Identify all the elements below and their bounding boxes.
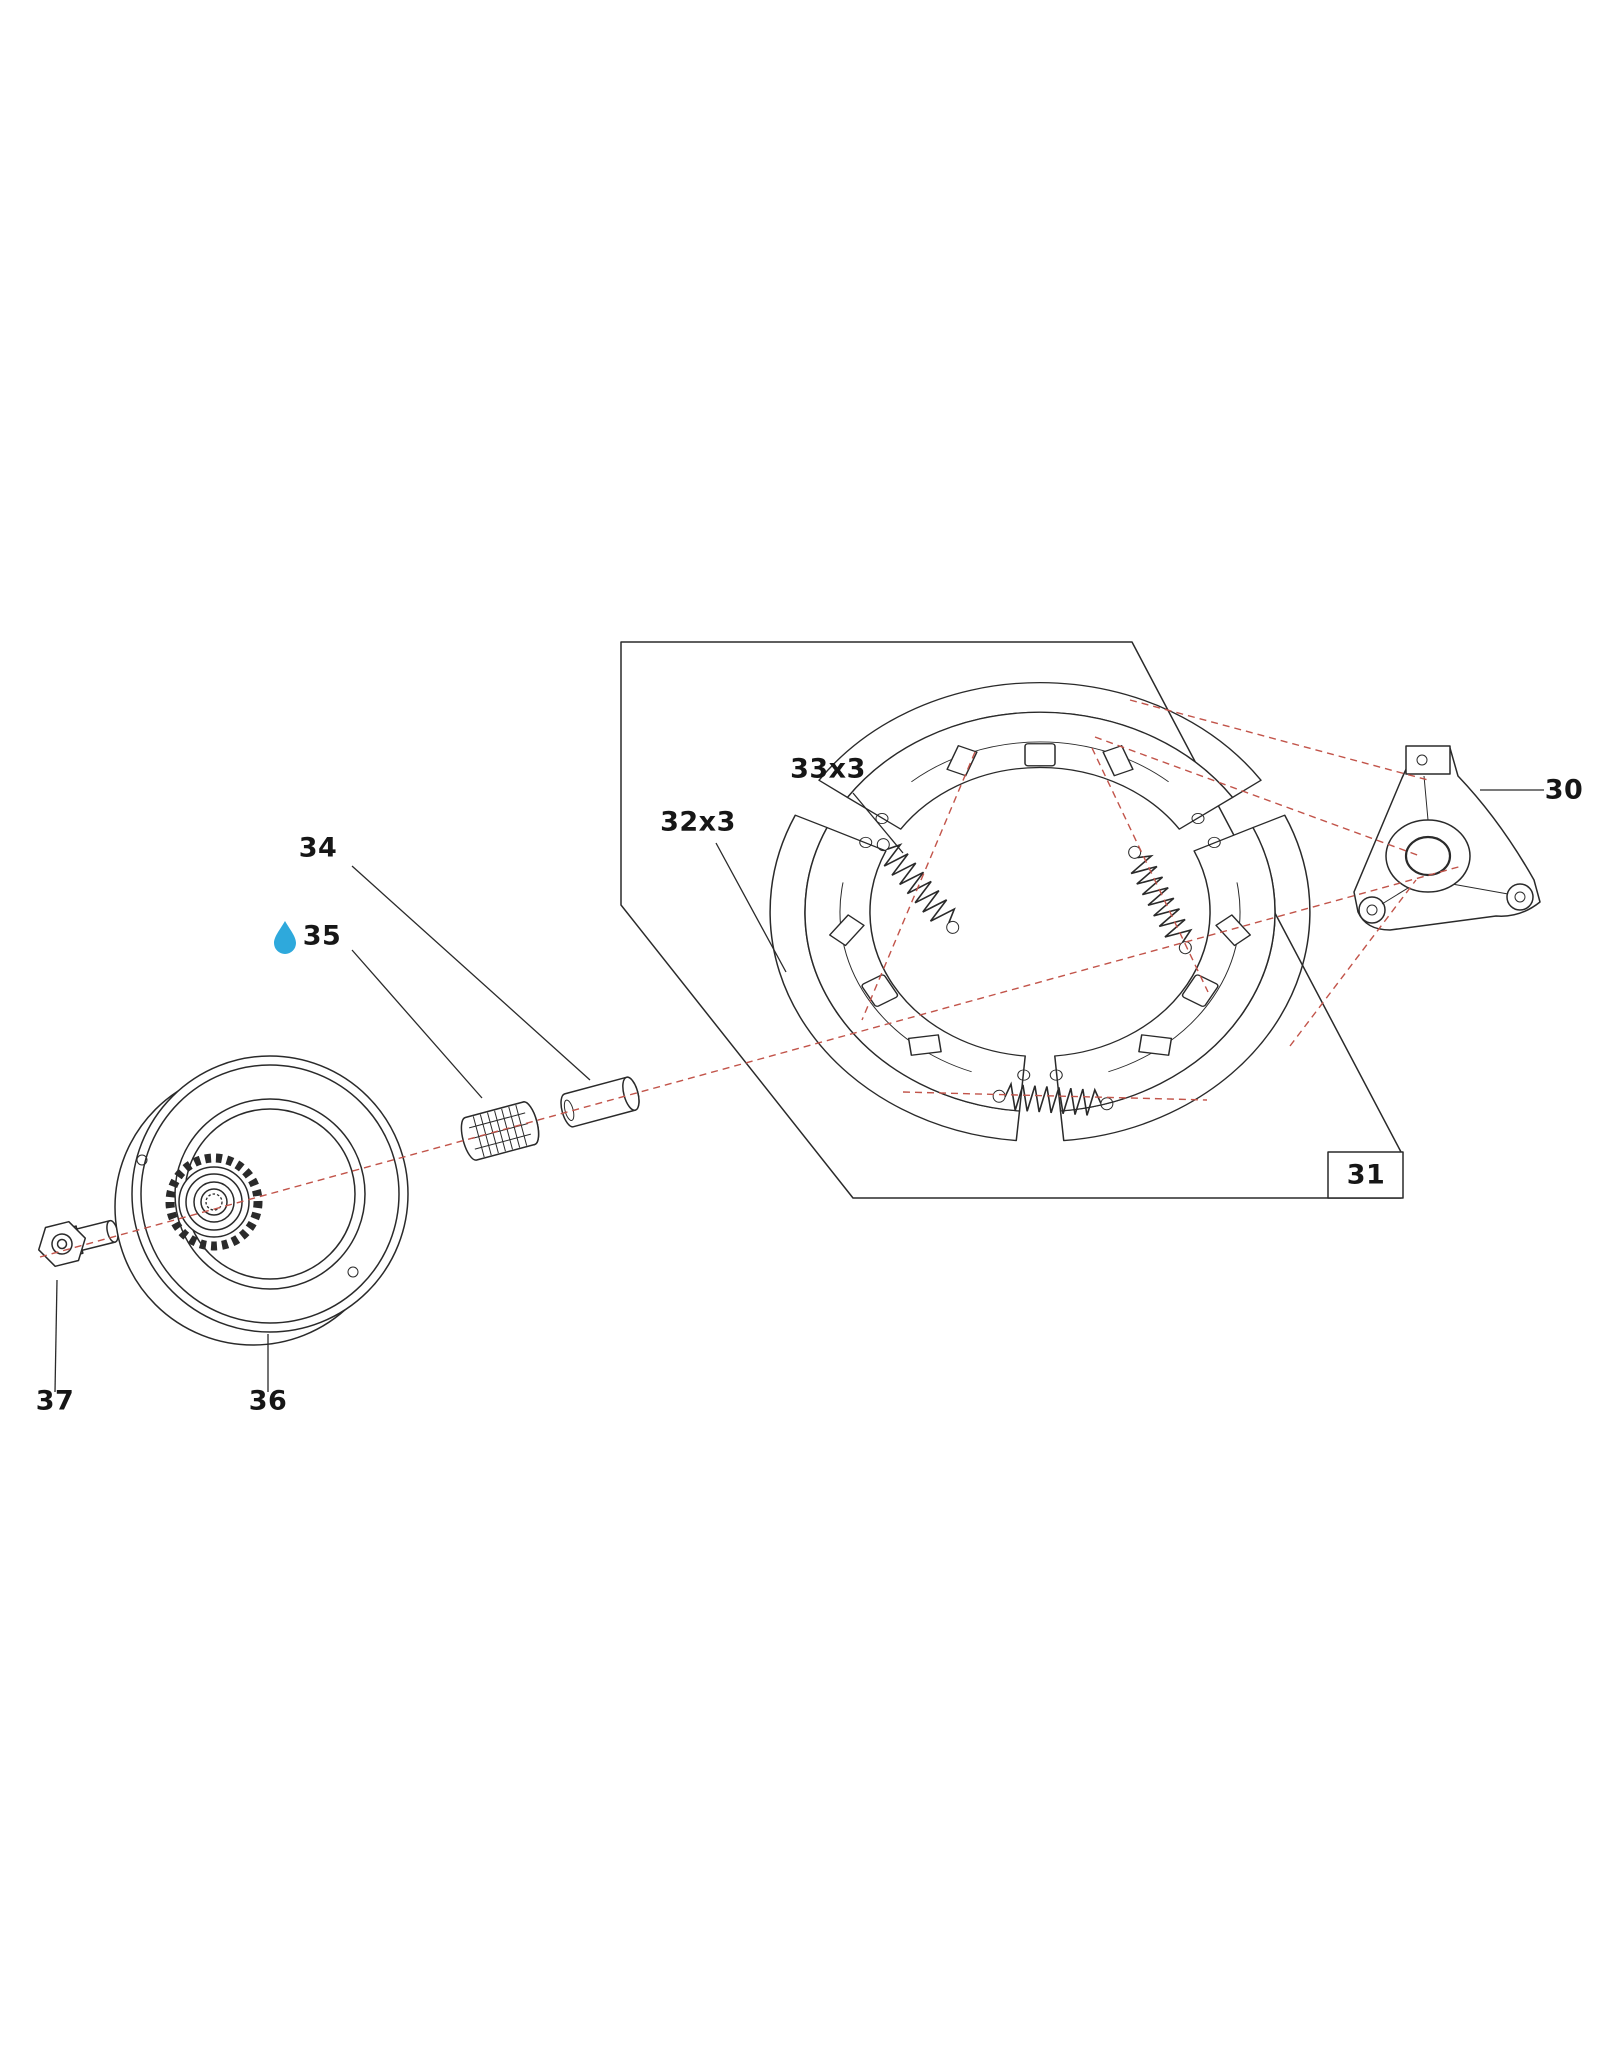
part-label-36: 36 xyxy=(248,1385,288,1417)
label-leader-lines xyxy=(54,789,1544,1393)
bolt-37 xyxy=(37,1219,119,1268)
part-label-33: 33x3 xyxy=(790,753,866,785)
clutch-shoe-set-32 xyxy=(769,682,1311,1142)
main-axis-dashed-line xyxy=(39,865,1463,1258)
part-label-30: 30 xyxy=(1544,774,1584,806)
needle-bearing-35 xyxy=(460,1101,540,1161)
exploded-axis-lines xyxy=(39,699,1463,1258)
clutch-carrier-30 xyxy=(1353,745,1541,931)
part-31-box xyxy=(1327,1151,1404,1199)
part-label-31: 31 xyxy=(1346,1159,1386,1191)
clutch-shoe xyxy=(818,682,1262,830)
clutch-shoe xyxy=(1049,814,1311,1142)
clutch-shoe xyxy=(769,814,1031,1142)
part-label-34: 34 xyxy=(298,832,338,864)
clutch-spring xyxy=(876,838,960,934)
part-label-35: 35 xyxy=(302,920,342,952)
part-label-37: 37 xyxy=(35,1385,75,1417)
clutch-spring xyxy=(1128,845,1193,955)
clutch-drum-36 xyxy=(114,1055,409,1346)
part-label-32: 32x3 xyxy=(660,806,736,838)
sleeve-34 xyxy=(560,1076,640,1128)
lubricant-droplet-icon xyxy=(274,921,296,954)
